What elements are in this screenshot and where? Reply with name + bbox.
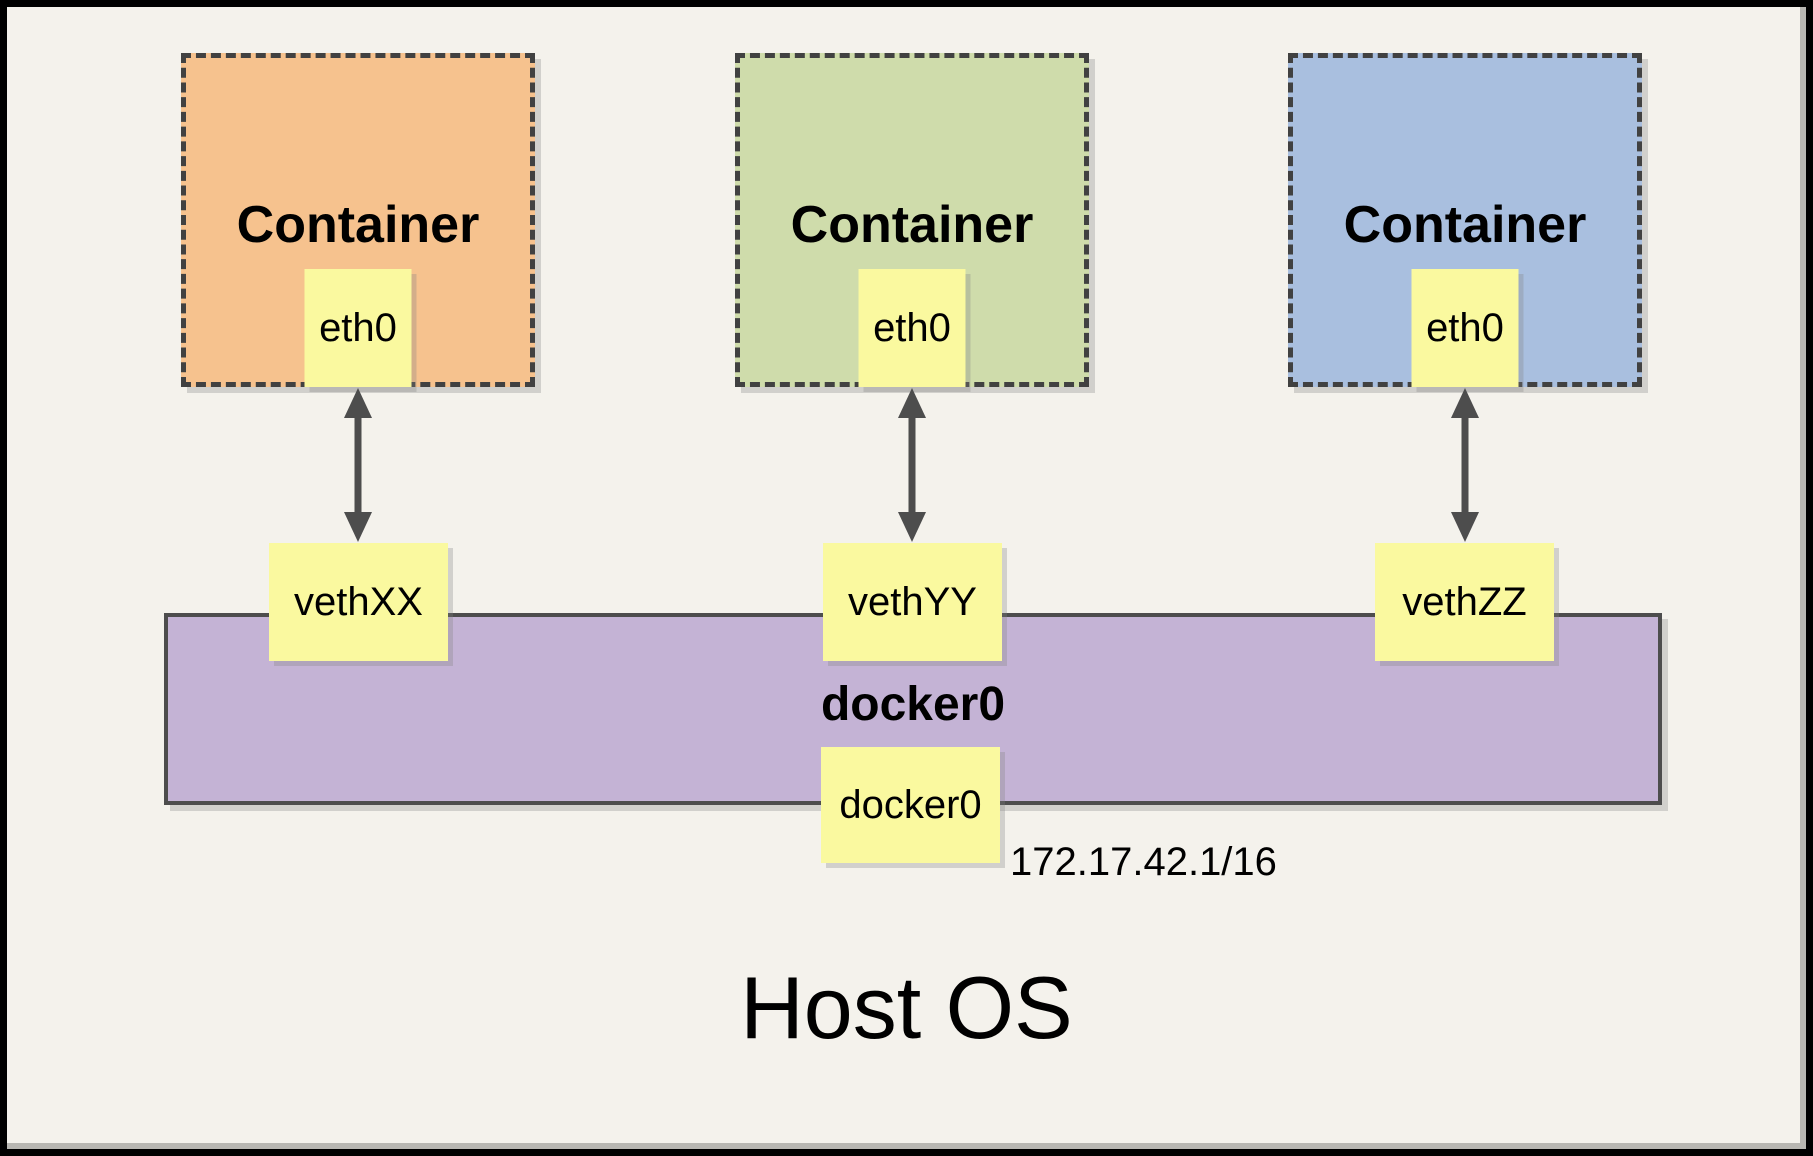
bridge-ip-address: 172.17.42.1/16 bbox=[1010, 840, 1277, 884]
vethzz-label: vethZZ bbox=[1402, 579, 1527, 624]
container-3-eth0-label: eth0 bbox=[1426, 305, 1504, 350]
vethyy-box: vethYY bbox=[823, 543, 1002, 661]
double-arrow-icon-2 bbox=[892, 386, 932, 544]
container-2-eth0-label: eth0 bbox=[873, 305, 951, 350]
container-box-1: Container eth0 bbox=[181, 53, 535, 387]
container-1-eth0-box: eth0 bbox=[304, 269, 412, 387]
vethyy-label: vethYY bbox=[848, 579, 977, 624]
docker0-interface-box: docker0 bbox=[821, 747, 1000, 863]
vethzz-box: vethZZ bbox=[1375, 543, 1554, 661]
container-3-eth0-box: eth0 bbox=[1411, 269, 1519, 387]
container-2-label: Container bbox=[790, 196, 1034, 254]
docker0-bridge-label: docker0 bbox=[820, 678, 1006, 731]
double-arrow-icon-3 bbox=[1445, 386, 1485, 544]
vethxx-label: vethXX bbox=[294, 579, 423, 624]
container-1-label: Container bbox=[236, 196, 480, 254]
double-arrow-icon-1 bbox=[338, 386, 378, 544]
container-2-eth0-box: eth0 bbox=[858, 269, 966, 387]
container-box-2: Container eth0 bbox=[735, 53, 1089, 387]
host-os-title: Host OS bbox=[740, 958, 1073, 1057]
vethxx-box: vethXX bbox=[269, 543, 448, 661]
docker0-interface-label: docker0 bbox=[839, 782, 982, 827]
container-3-label: Container bbox=[1343, 196, 1587, 254]
container-box-3: Container eth0 bbox=[1288, 53, 1642, 387]
container-1-eth0-label: eth0 bbox=[319, 305, 397, 350]
